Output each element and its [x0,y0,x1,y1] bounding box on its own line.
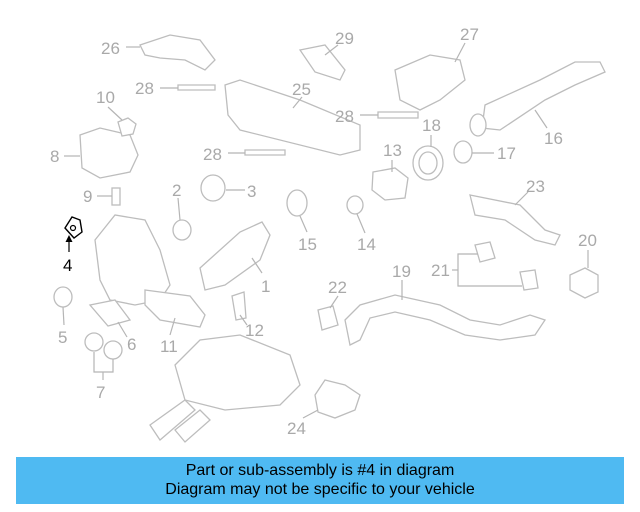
leader-24 [302,409,319,419]
leader-12 [239,314,248,326]
callout-21: 21 [431,261,450,280]
leader-2 [177,197,181,221]
callout-19: 19 [392,262,411,281]
part-12-shape [231,291,247,321]
part-21b-shape [519,269,539,291]
callout-27: 27 [460,25,479,44]
callout-28b: 28 [203,145,222,164]
part-18-inner [418,151,438,175]
part-15-shape [286,189,308,217]
part-7a-shape [84,332,104,352]
exhaust-parts-diagram: 1 2 3 4 5 6 7 8 9 10 11 12 13 14 15 16 1… [50,25,606,443]
callout-15: 15 [298,235,317,254]
callout-12: 12 [245,321,264,340]
part-4-shape [64,216,83,239]
part-17-shape [453,140,473,164]
part-1-shape [199,221,271,291]
part-28a-shape [177,84,216,91]
leader-29 [324,44,339,56]
banner-line-disclaimer: Diagram may not be specific to your vehi… [165,481,475,498]
part-14-shape [346,195,364,215]
banner-line-part-number: Part or sub-assembly is #4 in diagram [185,462,455,479]
part-9-shape [111,187,121,206]
callout-26: 26 [101,39,120,58]
part-23-shape [469,194,561,246]
part-24-shape [314,379,361,419]
leader-1 [251,257,263,274]
callout-22: 22 [328,278,347,297]
leader-11 [169,317,176,336]
part-13-shape [371,167,409,201]
callout-3: 3 [247,182,256,201]
leader-22 [329,295,339,309]
part-11-shape [144,289,206,328]
callout-17: 17 [497,144,516,163]
part-muffler-shape [174,334,301,411]
leader-25 [292,96,303,109]
part-2-shape [172,219,192,241]
callout-25: 25 [292,80,311,99]
info-banner: Part or sub-assembly is #4 in diagram Di… [16,457,624,504]
callout-2: 2 [172,181,181,200]
callout-18: 18 [422,116,441,135]
callout-29: 29 [335,29,354,48]
callout-28a: 28 [135,79,154,98]
callout-14: 14 [357,235,376,254]
part-28c-shape [377,111,419,119]
part-8-shape [79,127,139,179]
callout-4: 4 [63,256,72,275]
leader-5 [62,306,65,326]
callout-13: 13 [383,141,402,160]
part-16-flange [469,113,487,137]
part-26-shape [139,34,216,71]
part-22-shape [317,305,339,331]
callout-28c: 28 [335,107,354,126]
leader-10 [107,106,123,121]
leader-15 [299,215,308,233]
part-25-shape [224,79,361,156]
leader-23 [514,191,529,206]
part-tailpipe-a [149,399,196,441]
callout-1: 1 [261,277,270,296]
callout-5: 5 [58,328,67,347]
callout-7: 7 [96,383,105,402]
callout-6: 6 [127,335,136,354]
part-5-shape [53,286,73,308]
callout-11: 11 [160,337,178,356]
part-27-shape [394,54,466,111]
part-19-shape [344,294,547,346]
callout-23: 23 [526,177,545,196]
callout-10: 10 [96,88,115,107]
leader-27 [454,42,466,63]
part-20-shape [569,267,599,299]
callout-24: 24 [287,419,306,438]
leader-16 [534,109,548,129]
part-3-shape [200,174,226,202]
part-10-shape [117,117,137,137]
callout-8: 8 [50,147,59,166]
part-16-shape [481,61,606,131]
part-21a-shape [474,241,496,263]
part-28b-shape [244,149,286,156]
part-4-hole [69,224,77,232]
part-tailpipe-b [174,409,211,443]
leader-6 [117,321,128,338]
callout-9: 9 [83,187,92,206]
part-6-shape [88,299,132,327]
leader-14 [356,213,366,234]
part-29-shape [298,44,346,81]
callout-16: 16 [544,129,563,148]
leader-4-arrow [65,235,73,242]
part-7b-shape [103,340,123,360]
callout-20: 20 [578,231,597,250]
